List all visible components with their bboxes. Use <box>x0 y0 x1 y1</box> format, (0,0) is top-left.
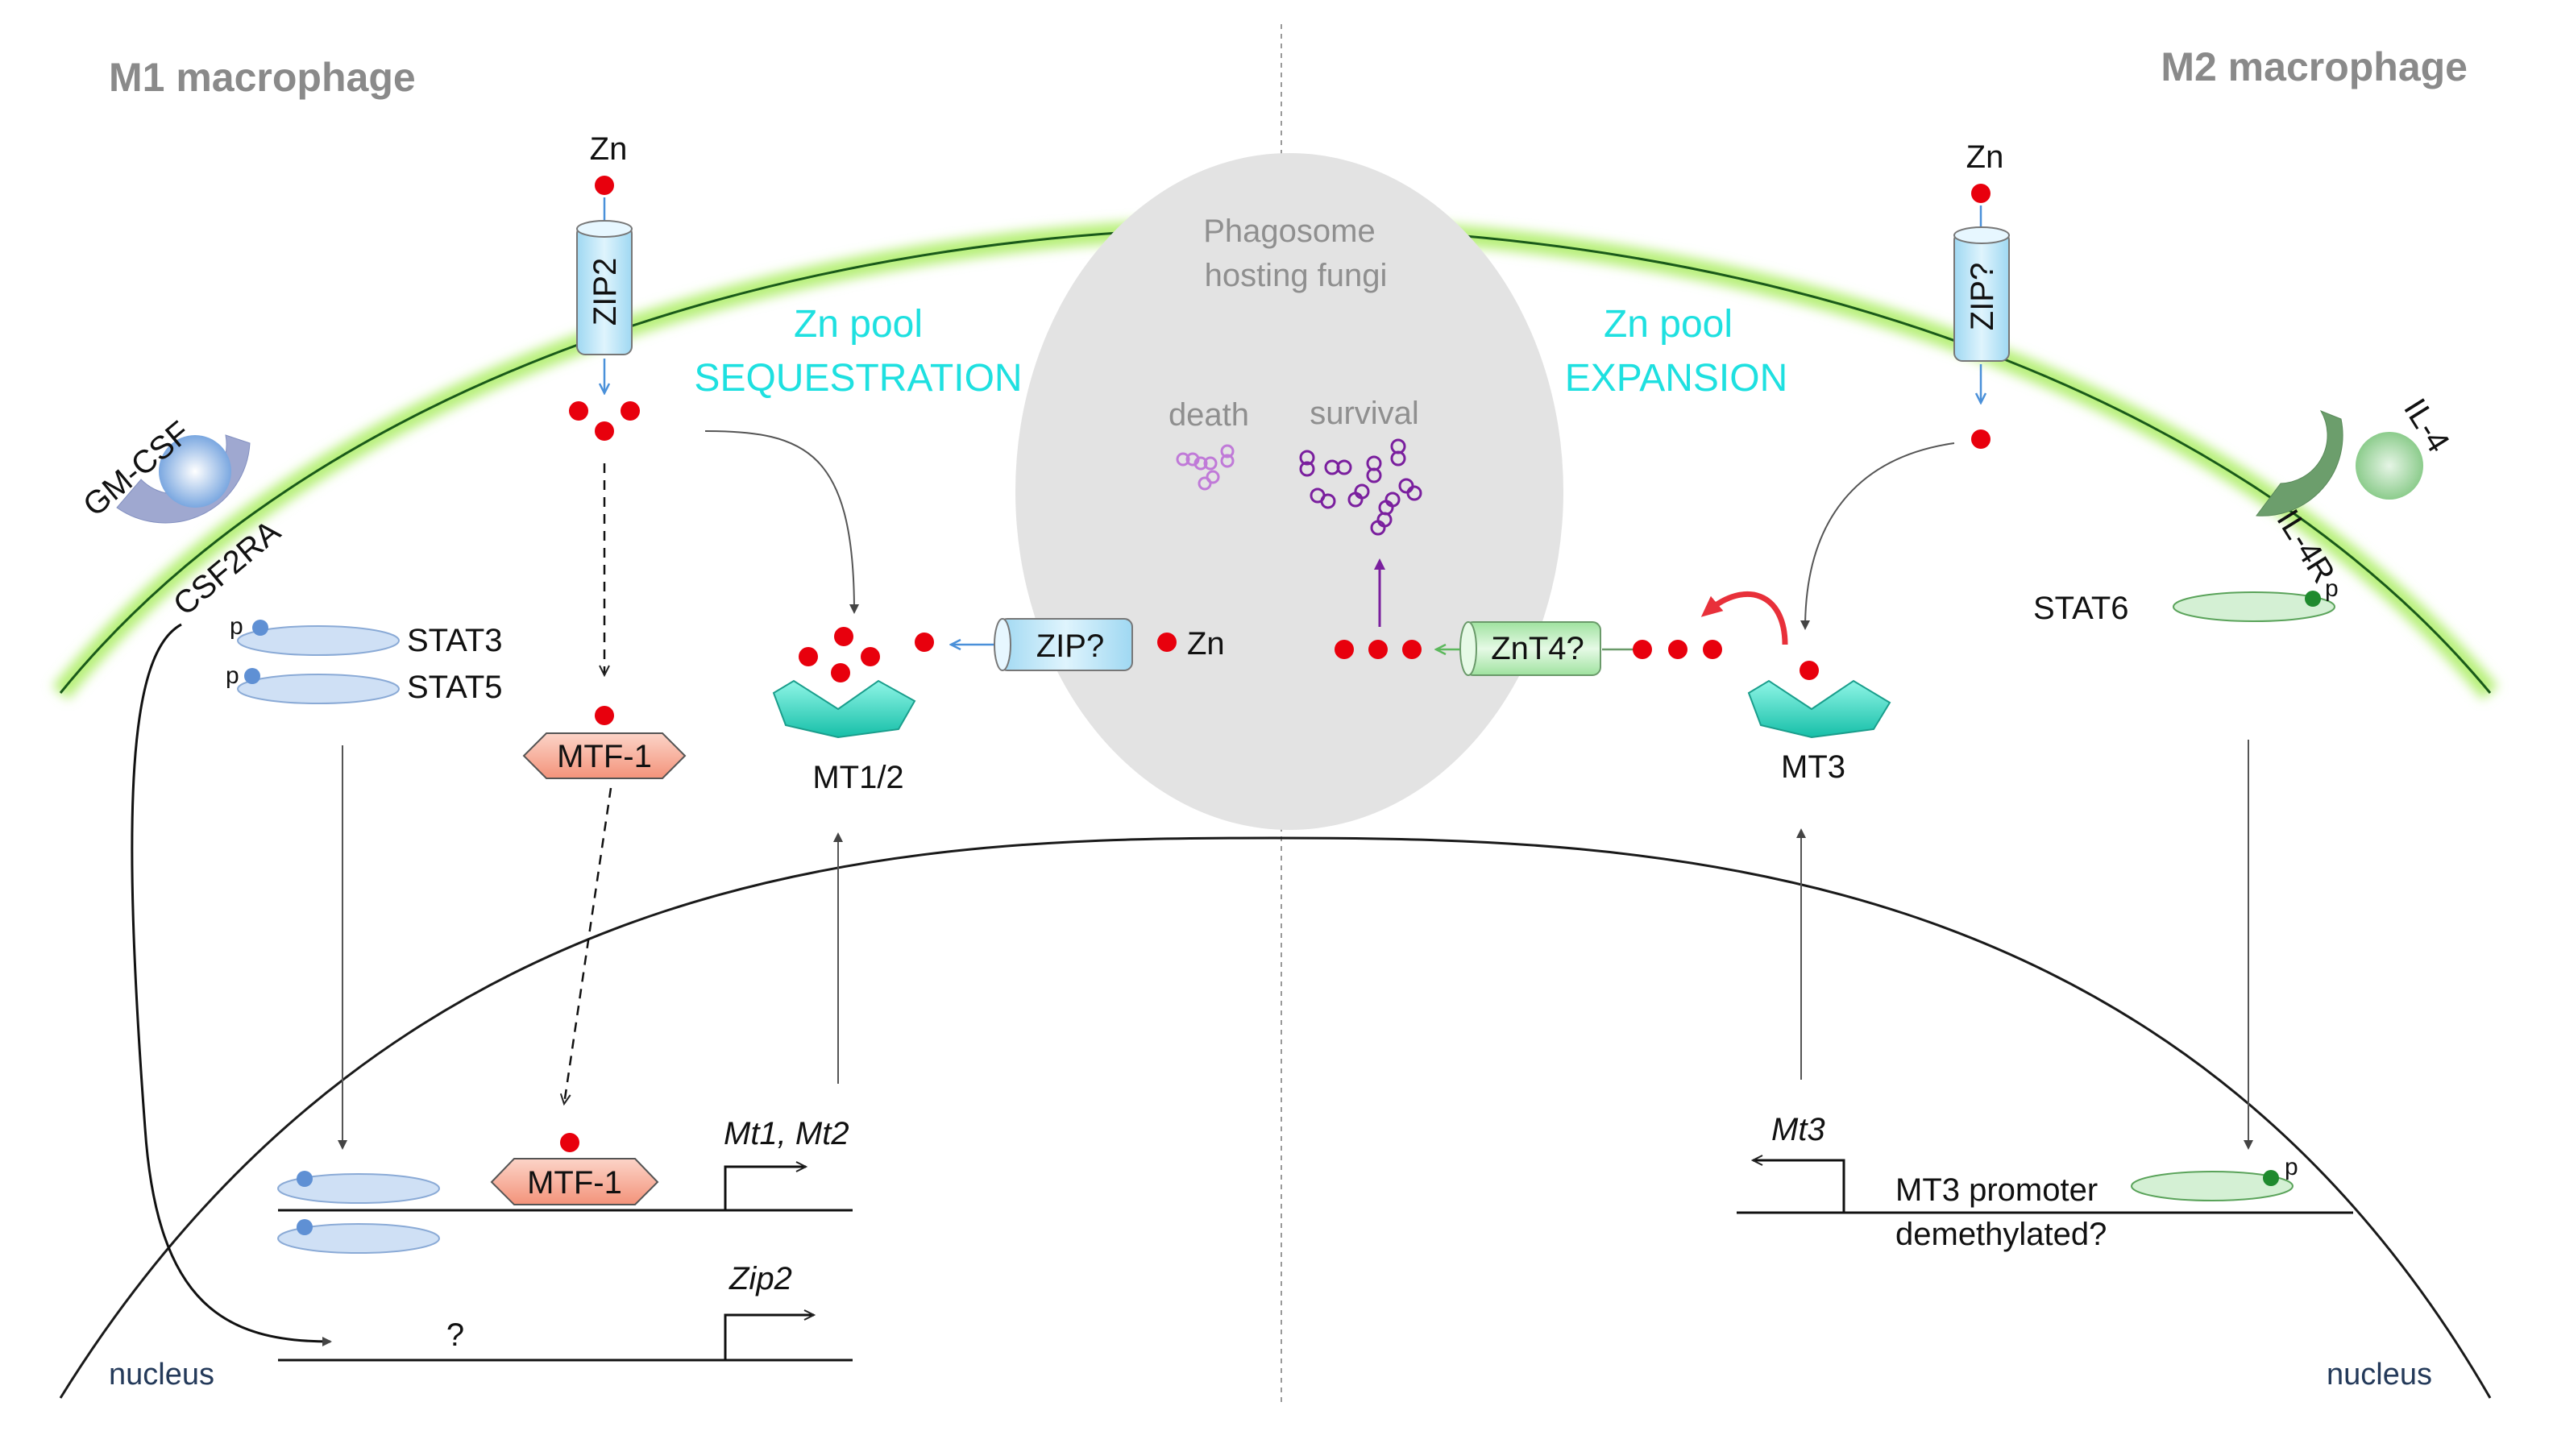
promoter-line2: demethylated? <box>1895 1217 2107 1252</box>
mt12-promoter-arrow <box>724 1167 806 1210</box>
zinc-ion <box>560 1133 579 1152</box>
zn-to-mt12-arrow <box>704 430 859 614</box>
il4-receptor <box>2256 409 2423 516</box>
phospho-dot <box>252 620 268 636</box>
gene-mt1-mt2: Mt1, Mt2 <box>724 1116 849 1151</box>
promoter-line1: MT3 promoter <box>1895 1172 2098 1208</box>
nuclear-stat-b <box>277 1223 440 1254</box>
zinc-ion <box>915 633 934 652</box>
zip2-promoter-arrow <box>724 1315 814 1360</box>
zinc-ion <box>861 647 880 666</box>
zip-phagosome-label: ZIP? <box>1036 628 1104 664</box>
zn-label-left: Zn <box>590 131 628 167</box>
stat6-nuclear <box>2131 1171 2294 1201</box>
nucleus-label-right: nucleus <box>2327 1358 2432 1392</box>
mt3-label: MT3 <box>1781 749 1845 785</box>
zn-pool-right-line2: EXPANSION <box>1565 357 1788 400</box>
mt3-promoter-arrow <box>1753 1160 1845 1213</box>
mtf1-to-nucleus-arrow <box>564 787 612 1104</box>
zn-pool-left-line1: Zn pool <box>794 303 923 346</box>
phospho-dot <box>297 1219 313 1235</box>
phospho-dot <box>244 668 260 684</box>
survival-label: survival <box>1310 396 1419 431</box>
stat5-phospho: p <box>226 662 239 689</box>
phospho-dot <box>2305 591 2321 607</box>
zinc-ion <box>1368 640 1388 659</box>
zip2-transporter <box>576 220 633 355</box>
zip-unknown-transporter <box>1953 226 2010 362</box>
zinc-ion <box>1633 640 1652 659</box>
stat6-label: STAT6 <box>2033 591 2129 626</box>
mtf1-cytoplasm <box>522 732 687 779</box>
stat3-molecule <box>237 625 400 656</box>
znt4-transporter <box>1459 621 1601 676</box>
zn-to-mt3-arrow <box>1800 442 1955 630</box>
mt12-protein <box>772 679 916 739</box>
header-m1: M1 macrophage <box>109 55 416 100</box>
zinc-ion <box>595 421 614 441</box>
phospho-dot <box>2263 1170 2279 1186</box>
stat5-label: STAT5 <box>407 670 503 705</box>
zinc-ion <box>1402 640 1422 659</box>
zinc-ion <box>1971 429 1991 449</box>
nucleus-label-left: nucleus <box>109 1358 214 1392</box>
nuclear-stat-a <box>277 1173 440 1204</box>
stat3-label: STAT3 <box>407 623 503 658</box>
mtf1-label: MTF-1 <box>557 739 652 774</box>
zn-label-right: Zn <box>1966 139 2004 175</box>
zinc-ion <box>1971 184 1991 203</box>
gm-csf-receptor <box>116 434 251 524</box>
mt3-protein <box>1747 679 1891 739</box>
stat6-phospho: p <box>2325 575 2339 602</box>
zinc-ion <box>834 627 853 646</box>
gene-zip2: Zip2 <box>729 1261 792 1296</box>
gene-mt3: Mt3 <box>1771 1112 1825 1147</box>
zinc-ion <box>1703 640 1722 659</box>
nuclear-envelope <box>59 836 2492 1399</box>
dead-fungi <box>1176 444 1235 491</box>
zn-label-phagosome: Zn <box>1187 626 1225 662</box>
mt3-release-arrow <box>1700 591 1788 645</box>
mtf1-nuclear <box>490 1158 659 1205</box>
stat6-molecule <box>2173 591 2335 622</box>
zip-phagosome-transporter <box>994 618 1133 671</box>
zip2-label: ZIP2 <box>587 258 623 326</box>
phospho-dot <box>297 1171 313 1187</box>
znt4-label: ZnT4? <box>1491 631 1584 666</box>
zn-pool-left-line2: SEQUESTRATION <box>694 357 1022 400</box>
zinc-ion <box>1335 640 1354 659</box>
zinc-ion <box>831 663 850 682</box>
surviving-fungi <box>1299 438 1422 536</box>
csf2ra-to-zip2-gene-arrow <box>131 623 332 1346</box>
stat5-molecule <box>237 674 400 704</box>
stat3-phospho: p <box>230 613 243 640</box>
zinc-ion <box>1668 640 1687 659</box>
zinc-ion <box>799 647 818 666</box>
zinc-ion <box>621 401 640 421</box>
unknown-factor: ? <box>446 1317 464 1353</box>
zinc-ion <box>595 706 614 725</box>
zinc-ion <box>595 176 614 195</box>
zinc-ion <box>569 401 588 421</box>
stat6-nuclear-phospho: p <box>2285 1154 2298 1180</box>
phagosome-line2: hosting fungi <box>1205 258 1388 293</box>
phagosome <box>1015 153 1563 830</box>
death-label: death <box>1169 397 1249 433</box>
zip-unknown-label: ZIP? <box>1965 263 2000 330</box>
zn-pool-right-line1: Zn pool <box>1604 303 1733 346</box>
phagosome-line1: Phagosome <box>1203 214 1375 249</box>
zinc-ion <box>1157 633 1177 652</box>
header-m2: M2 macrophage <box>2161 44 2468 89</box>
zinc-ion <box>1800 661 1819 680</box>
mtf1-nuclear-label: MTF-1 <box>527 1165 622 1201</box>
mt12-label: MT1/2 <box>812 760 903 795</box>
